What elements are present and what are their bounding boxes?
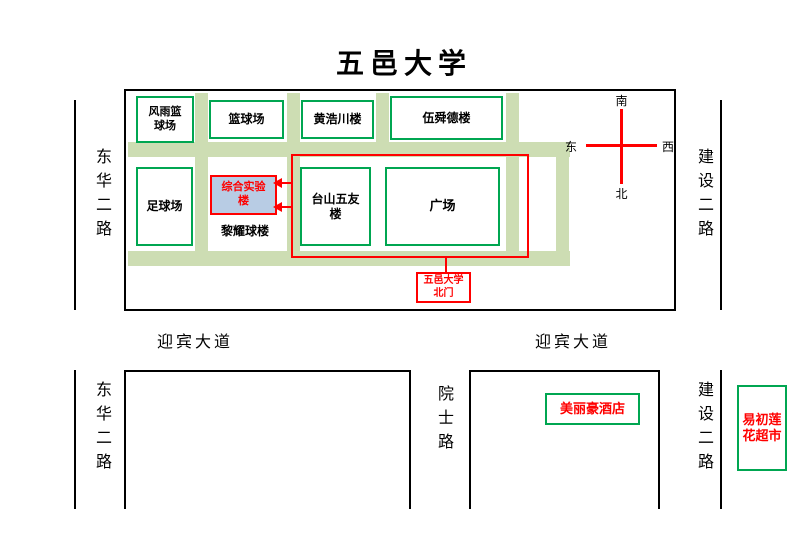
compass-cross-vertical [620, 109, 623, 184]
building-taishan-wuyou: 台山五友 楼 [300, 167, 371, 246]
road-line-jianshe-south [720, 370, 722, 509]
building-comprehensive-lab: 综合实验 楼 [210, 175, 277, 215]
road-label-donghua-south: 东华二路 [93, 381, 110, 477]
route-line-bottom [291, 256, 529, 258]
city-block-southeast [469, 370, 660, 509]
campus-path-vertical-3 [376, 93, 389, 157]
campus-path-horizontal-north [128, 142, 570, 157]
road-label-donghua-north: 东华二路 [93, 148, 110, 244]
route-gate-connector [445, 257, 447, 273]
road-line-donghua-south [74, 370, 76, 509]
compass-west-label: 西 [661, 140, 674, 154]
north-gate: 五邑大学 北门 [416, 272, 471, 303]
campus-boundary [124, 89, 676, 311]
route-line-top [291, 154, 529, 156]
campus-path-vertical-4 [506, 93, 519, 266]
landmark-hotel: 美丽豪酒店 [545, 393, 640, 425]
compass-north-label: 北 [615, 187, 628, 201]
building-huang-haochuan: 黄浩川楼 [301, 100, 374, 139]
campus-path-vertical-1 [195, 93, 208, 266]
compass-south-label: 南 [615, 94, 628, 108]
road-label-jianshe-north: 建设二路 [695, 148, 712, 244]
building-rain-basketball-court: 风雨篮 球场 [136, 96, 194, 143]
building-li-yaoqiu-label: 黎耀球楼 [220, 223, 269, 238]
road-label-yingbin-east: 迎宾大道 [534, 334, 611, 351]
campus-path-vertical-2 [287, 93, 300, 266]
route-arrow-segment-1 [282, 182, 293, 184]
road-label-jianshe-south: 建设二路 [695, 381, 712, 477]
building-plaza: 广场 [385, 167, 500, 246]
building-basketball-court: 篮球场 [209, 100, 284, 139]
landmark-supermarket: 易初莲 花超市 [737, 385, 787, 471]
compass-east-label: 东 [564, 140, 577, 154]
route-line-right [527, 154, 529, 258]
route-arrow-icon-1 [273, 178, 282, 188]
campus-path-horizontal-south [128, 251, 570, 266]
road-label-yingbin-west: 迎宾大道 [156, 334, 233, 351]
building-football-field: 足球场 [136, 167, 193, 246]
road-line-jianshe-north [720, 100, 722, 310]
road-label-yuanshi: 院士路 [435, 385, 452, 457]
campus-path-vertical-5 [556, 142, 569, 266]
page-title: 五邑大学 [335, 49, 472, 80]
city-block-southwest [124, 370, 411, 509]
building-wu-shunde: 伍舜德楼 [390, 96, 503, 140]
road-line-donghua-north [74, 100, 76, 310]
route-arrow-icon-2 [273, 202, 282, 212]
route-arrow-segment-2 [282, 206, 293, 208]
